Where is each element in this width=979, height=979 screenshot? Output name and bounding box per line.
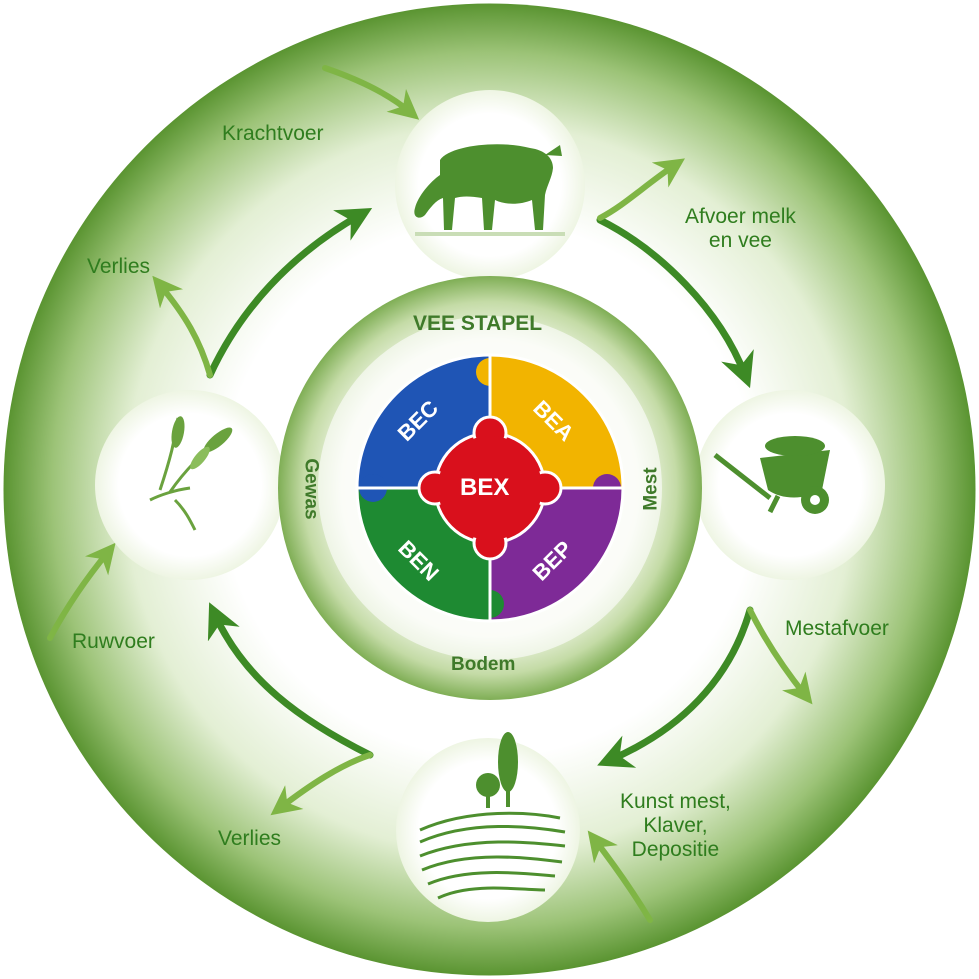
cow-icon [414, 144, 565, 236]
wheelbarrow-icon [713, 436, 830, 514]
wheat-icon [149, 416, 233, 531]
label-kunstmest-line3: Depositie [631, 838, 720, 861]
arrow-field-to-wheat [207, 602, 374, 759]
label-kunstmest-line1: Kunst mest, [620, 790, 731, 813]
field-icon [419, 732, 566, 900]
arrow-kunstmest-in [587, 830, 653, 923]
label-verlies-bottom: Verlies [218, 827, 282, 850]
label-afvoer-line1: Afvoer melk [685, 205, 796, 228]
arrow-afvoer-out [597, 158, 685, 221]
label-vee-stapel: VEE STAPEL [413, 312, 543, 335]
label-krachtvoer: Krachtvoer [222, 122, 324, 145]
cycle-arrows [206, 208, 754, 768]
arrow-verlies-top-out [152, 275, 213, 378]
arrow-mest-to-field [597, 606, 754, 768]
flow-arrows [47, 65, 813, 923]
label-bodem: Bodem [451, 654, 516, 675]
arrow-mestafvoer-out [747, 607, 813, 705]
arrow-krachtvoer-in [322, 65, 420, 120]
node-wheat [95, 390, 285, 580]
node-field [396, 732, 580, 922]
label-ruwvoer: Ruwvoer [72, 630, 155, 653]
label-bex: BEX [460, 474, 510, 501]
label-kunstmest-line2: Klaver, [643, 814, 708, 837]
puzzle [355, 353, 625, 623]
arrow-wheat-to-cow [206, 208, 373, 379]
label-gewas: Gewas [300, 458, 322, 520]
label-mestafvoer: Mestafvoer [785, 617, 889, 640]
label-verlies-top: Verlies [87, 255, 151, 278]
label-kunstmest: Kunst mest, Klaver, Depositie [620, 790, 731, 862]
label-afvoer: Afvoer melk en vee [685, 205, 796, 253]
node-cow [395, 90, 585, 280]
arrow-cow-to-mest [596, 216, 754, 389]
node-mest [695, 390, 885, 580]
bex-hub [417, 415, 563, 561]
arrow-ruwvoer-in [47, 542, 116, 641]
label-mest: Mest [640, 467, 662, 511]
label-afvoer-line2: en vee [708, 229, 772, 252]
arrow-verlies-bottom-out [270, 752, 373, 816]
